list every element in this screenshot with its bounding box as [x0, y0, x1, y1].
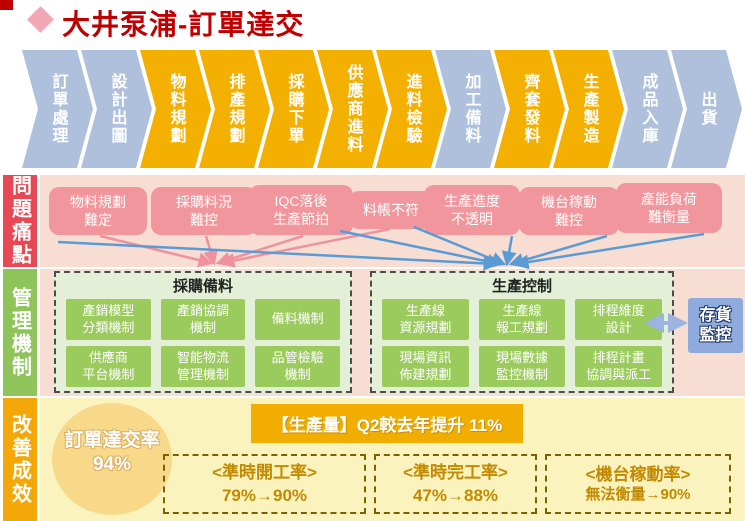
metric-name: <準時完工率> — [403, 463, 508, 483]
rail-management: 管理機制 — [3, 269, 37, 396]
mechanism-box: 產銷協調 機制 — [160, 299, 246, 340]
problem-box-record-mismatch: 料帳不符 — [349, 191, 433, 229]
group-procurement-preparation: 採購備料 產銷模型 分類機制 產銷協調 機制 備料機制 供應商 平台機制 智能物… — [54, 271, 352, 393]
metric-on-time-completion: <準時完工率> 47%→88% — [374, 454, 537, 514]
mechanism-box: 排程維度 設計 — [575, 299, 662, 340]
mechanism-box: 品管檢驗 機制 — [255, 346, 340, 387]
metric-value: 無法衡量→90% — [585, 485, 691, 503]
metric-name: <機台稼動率> — [585, 464, 691, 484]
production-volume-banner: 【生產量】Q2較去年提升 11% — [251, 404, 523, 443]
metric-machine-utilization: <機台稼動率> 無法衡量→90% — [545, 454, 731, 514]
rail-problems: 問題痛點 — [3, 175, 37, 267]
metric-value: 79%→90% — [221, 485, 308, 505]
mechanism-box: 備料機制 — [255, 299, 340, 340]
metric-on-time-start: <準時開工率> 79%→90% — [163, 454, 366, 514]
mechanism-box: 現場資訊 佈建規劃 — [382, 346, 469, 387]
corner-accent-mark — [0, 0, 13, 10]
problem-box-iqc-lag: IQC落後 生產節拍 — [249, 185, 353, 235]
problem-box-capacity-load: 產能負荷 難衡量 — [616, 183, 722, 233]
mechanism-box: 供應商 平台機制 — [66, 346, 151, 387]
group-grid: 產銷模型 分類機制 產銷協調 機制 備料機制 供應商 平台機制 智能物流 管理機… — [66, 299, 340, 387]
process-flow: 訂單處理 設計出圖 物料規劃 排產規劃 採購下單 供應商進料 進料檢驗 加工備料… — [22, 50, 742, 168]
mechanism-box: 現場數據 監控機制 — [478, 346, 566, 387]
flow-step-1: 訂單處理 — [22, 50, 93, 168]
mechanism-box: 生產線 資源規劃 — [382, 299, 469, 340]
flow-step-6: 供應商進料 — [317, 50, 388, 168]
mechanism-box: 排程計畫 協調與派工 — [575, 346, 662, 387]
mechanism-box: 產銷模型 分類機制 — [66, 299, 151, 340]
kpi-circle-label: 訂單達交率 — [64, 430, 160, 451]
problem-box-purchasing-status: 採購料況 難控 — [151, 187, 257, 235]
kpi-circle-value: 94% — [92, 453, 132, 475]
rail-results: 改善成效 — [3, 398, 37, 521]
mechanism-box: 生產線 報工規劃 — [478, 299, 566, 340]
problem-box-machine-utilization: 機台稼動 難控 — [519, 187, 619, 235]
inventory-monitoring-box: 存貨 監控 — [688, 298, 743, 353]
group-title: 生產控制 — [491, 278, 552, 295]
metric-value: 47%→88% — [412, 485, 499, 505]
problem-box-material-planning: 物料規劃 難定 — [49, 187, 147, 235]
mechanism-box: 智能物流 管理機制 — [160, 346, 246, 387]
group-production-control: 生產控制 生產線 資源規劃 生產線 報工規劃 排程維度 設計 現場資訊 佈建規劃… — [370, 271, 674, 393]
kpi-circle: 訂單達交率 94% — [52, 403, 172, 515]
metric-name: <準時開工率> — [212, 463, 317, 483]
group-title: 採購備料 — [172, 278, 233, 295]
diamond-bullet-icon — [27, 6, 54, 33]
flow-step-11: 成品入庫 — [612, 50, 683, 168]
group-grid: 生產線 資源規劃 生產線 報工規劃 排程維度 設計 現場資訊 佈建規劃 現場數據… — [382, 299, 662, 387]
page-title: 大井泵浦-訂單達交 — [62, 9, 305, 40]
problem-box-progress-opacity: 生產進度 不透明 — [424, 185, 520, 235]
